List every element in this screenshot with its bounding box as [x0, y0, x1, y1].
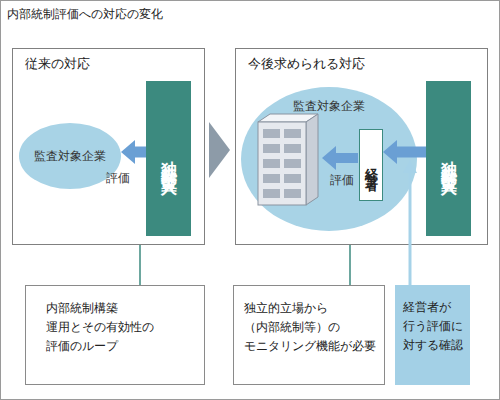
connector-layer: [135, 152, 426, 285]
node-text: 従来の対応: [25, 55, 90, 73]
diagram-title: 内部統制評価への対応の変化: [7, 6, 163, 23]
note-box: 内部統制構築 運用とその有効性の 評価のループ: [25, 285, 205, 385]
building-window: [284, 174, 301, 183]
note-box-filled: 経営者が 行う評価に 対する確認: [395, 285, 470, 385]
node-text: 監査対象企業: [34, 148, 106, 165]
evaluation-arrow: [397, 147, 426, 158]
auditor-band: 独立外部監査人: [146, 81, 191, 236]
building-window: [263, 159, 280, 168]
node-text: 内部統制構築 運用とその有効性の 評価のループ: [46, 299, 168, 356]
building-window: [263, 129, 280, 138]
ellipse-fill: [241, 87, 417, 231]
node-text: 監査対象企業: [293, 98, 365, 115]
building-window: [284, 159, 301, 168]
transition-chevron: [209, 122, 230, 178]
management-box: 経営者: [359, 129, 383, 201]
company-ellipse: 監査対象企業: [19, 123, 121, 189]
ellipse-fill: [19, 123, 121, 189]
node-text: 経営者: [362, 158, 380, 173]
auditor-band: 独立外部監査人: [426, 81, 471, 236]
node-text: 独立外部監査人: [438, 148, 459, 169]
building-window: [263, 144, 280, 153]
node-text: 経営者が 行う評価に 対する確認: [403, 298, 466, 355]
building-top: [258, 114, 318, 122]
building-window: [284, 129, 301, 138]
building-window: [284, 144, 301, 153]
node-text: 今後求められる対応: [248, 55, 365, 73]
confirmation-pointer-head: [403, 160, 417, 173]
building-window: [263, 174, 280, 183]
building-illustration: [258, 114, 318, 205]
leader-line: [139, 245, 141, 285]
building-side: [306, 114, 318, 205]
node-text: 独立的立場から （内部統制等）の モニタリング機能が必要: [244, 299, 381, 356]
evaluation-arrow: [135, 147, 146, 158]
panel-box: 今後求められる対応監査対象企業経営者独立外部監査人: [235, 48, 488, 245]
company-ellipse: 監査対象企業経営者: [241, 87, 417, 231]
confirmation-pointer: [409, 172, 412, 285]
leader-line: [349, 245, 351, 285]
panel-box: 従来の対応監査対象企業 独立外部監査人: [12, 48, 205, 245]
building-window: [263, 189, 280, 198]
building-window: [284, 189, 301, 198]
evaluation-arrow: [322, 146, 358, 170]
note-box: 独立的立場から （内部統制等）の モニタリング機能が必要: [233, 285, 385, 385]
building-front: [258, 122, 306, 205]
node-text: 独立外部監査人: [158, 148, 179, 169]
